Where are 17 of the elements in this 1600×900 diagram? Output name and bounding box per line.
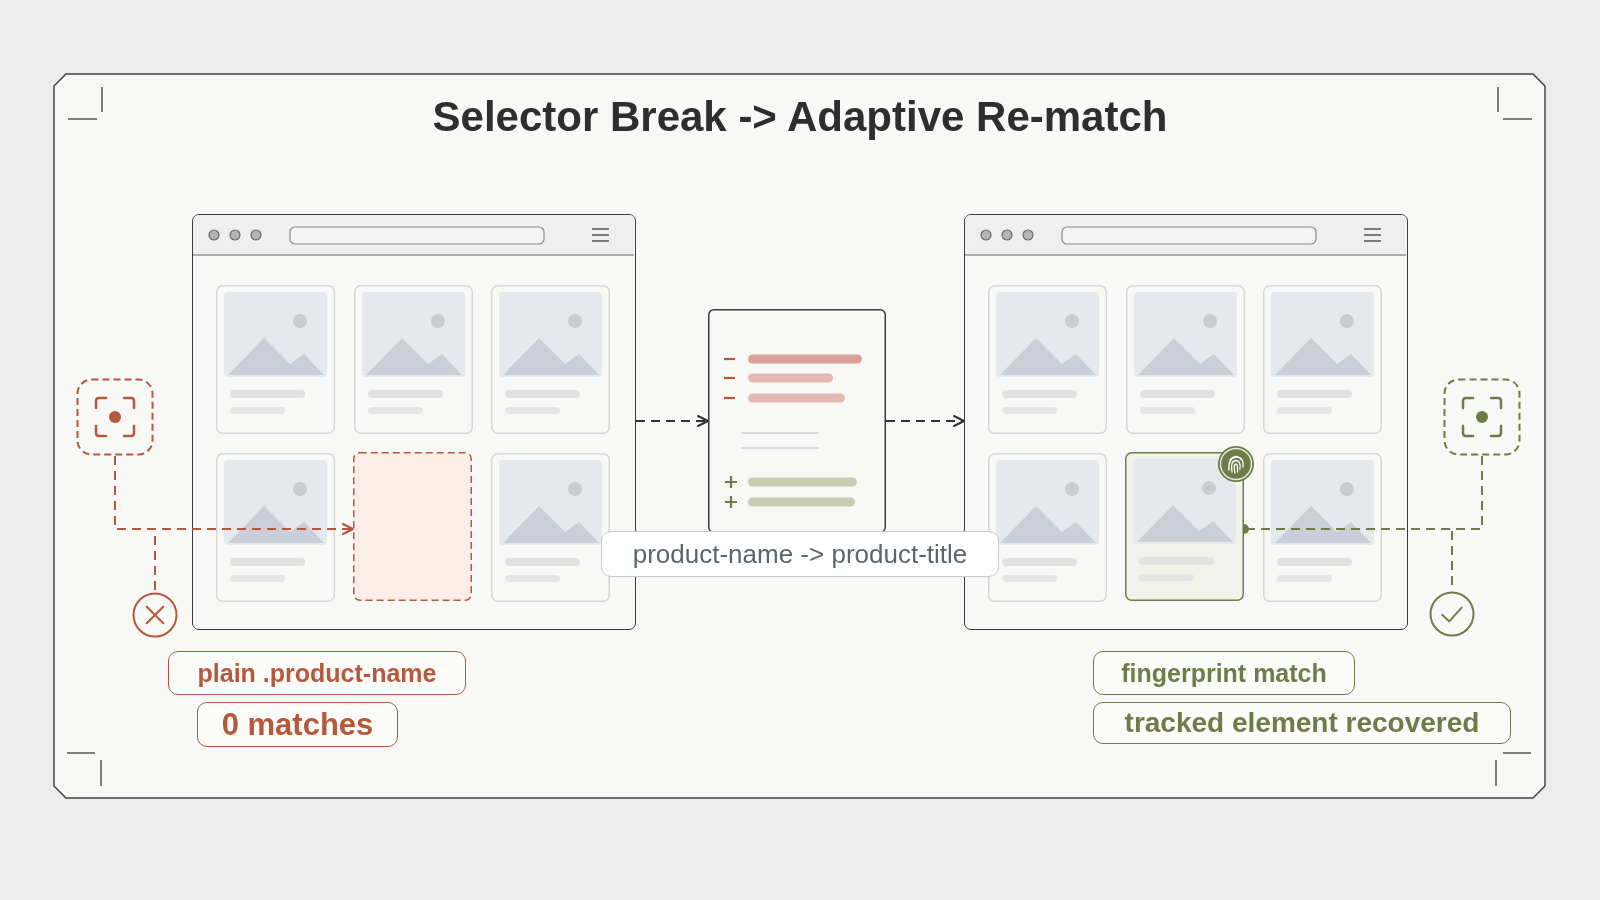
focus-target-icon: [76, 378, 154, 456]
browser-window: [964, 214, 1408, 630]
status-label: plain .product-name: [168, 651, 466, 695]
title: Selector Break -> Adaptive Re-match: [432, 92, 1168, 142]
status-label: tracked element recovered: [1093, 702, 1511, 744]
dashed-arrow: [885, 415, 965, 427]
status-label: 0 matches: [197, 702, 398, 747]
check-circle-icon: [1429, 591, 1475, 637]
dashed-arrow: [635, 415, 709, 427]
browser-window: [192, 214, 636, 630]
cross-circle-icon: [132, 592, 178, 638]
status-label: fingerprint match: [1093, 651, 1355, 695]
focus-target-icon: [1443, 378, 1521, 456]
selector-change-label: product-name -> product-title: [601, 531, 999, 577]
dashed-connector-line: [114, 455, 156, 593]
product-card: [1125, 452, 1244, 601]
empty-card-slot: [353, 452, 472, 601]
